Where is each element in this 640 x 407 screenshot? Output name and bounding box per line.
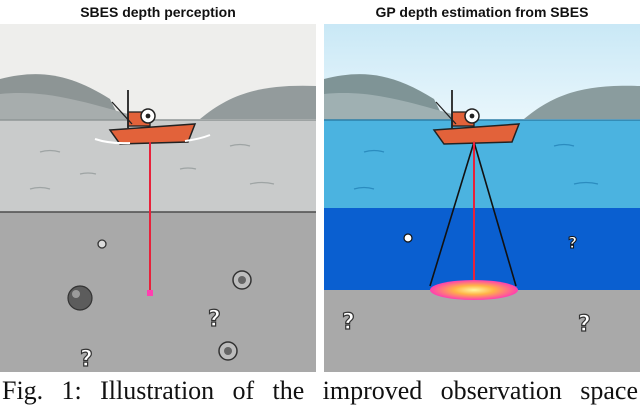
water-ripples	[29, 143, 275, 190]
mountain-icon	[524, 85, 640, 119]
gp-cone-edge	[429, 141, 475, 287]
depth-point	[147, 290, 153, 296]
gp-cone-edge	[473, 141, 517, 287]
right-panel-title: GP depth estimation from SBES	[375, 4, 589, 20]
left-panel: SBES depth perception	[0, 0, 316, 372]
seabed	[0, 212, 316, 372]
rock-icon	[232, 270, 252, 290]
question-mark-icon: ?	[578, 312, 591, 337]
rock-icon	[403, 233, 413, 243]
deep-water	[324, 208, 640, 290]
rock-icon	[67, 285, 93, 311]
question-mark-icon: ?	[208, 307, 221, 332]
gp-depth-estimate	[430, 280, 518, 300]
question-mark-icon: ?	[342, 310, 355, 335]
mountain-icon	[200, 85, 316, 119]
mountain-icon	[324, 93, 474, 120]
boat-icon	[94, 90, 211, 145]
mountain-icon	[0, 93, 150, 120]
water-ripples	[353, 143, 599, 190]
question-mark-icon: ?	[80, 347, 93, 372]
left-panel-title: SBES depth perception	[80, 4, 236, 20]
gp-scene: ? ? ?	[324, 24, 640, 372]
boat-icon	[432, 90, 521, 145]
sbes-scene: ? ?	[0, 24, 316, 372]
question-mark-icon: ?	[568, 233, 577, 252]
rock-icon	[97, 239, 107, 249]
rock-icon	[218, 341, 238, 361]
figure-caption: Fig. 1: Illustration of the improved obs…	[2, 376, 638, 405]
seabed	[324, 290, 640, 372]
right-panel: GP depth estimation from SBES	[324, 0, 640, 372]
